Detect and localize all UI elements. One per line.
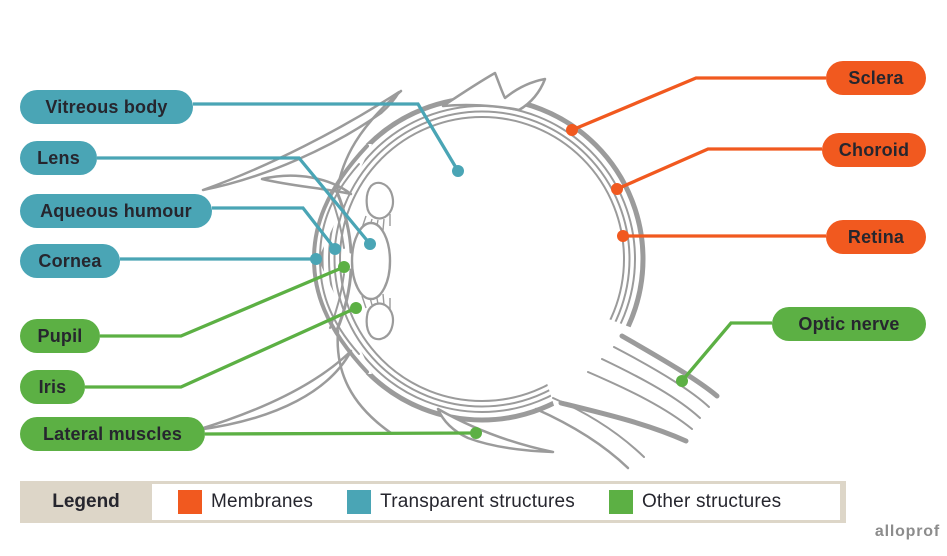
leader-aqueous-humour — [212, 206, 337, 251]
dot-iris — [350, 302, 362, 314]
lateral-muscle-shapes — [195, 71, 555, 454]
dot-sclera — [566, 124, 578, 136]
iris-lower — [335, 268, 353, 332]
dot-lens — [364, 238, 376, 250]
anterior-cutout — [294, 144, 372, 374]
lens-shape — [350, 221, 392, 301]
optic-nerve-shape — [558, 333, 720, 444]
legend-label-membranes: Membranes — [211, 491, 314, 512]
choroid-layer-inner — [333, 110, 631, 408]
iris-upper — [335, 190, 353, 254]
leader-iris — [85, 306, 357, 389]
dot-optic-nerve — [676, 375, 688, 387]
legend-label-other-structures: Other structures — [641, 491, 782, 512]
retina-layer — [339, 116, 625, 402]
legend-swatch-other-structures — [608, 490, 633, 514]
label-iris: Iris — [20, 370, 85, 404]
dot-vitreous-body — [452, 165, 464, 177]
superior-muscle-fin — [441, 71, 547, 112]
leader-optic-nerve — [680, 321, 772, 383]
label-sclera: Sclera — [826, 61, 926, 95]
legend-title: Legend — [52, 491, 120, 512]
leader-dots — [310, 124, 688, 439]
legend-swatch-transparent-structures — [347, 490, 372, 514]
label-lens: Lens — [20, 141, 97, 175]
lower-right-muscle-lines — [534, 397, 645, 470]
leader-lines — [85, 76, 826, 436]
dot-choroid — [611, 183, 623, 195]
leader-lateral-muscles — [204, 431, 477, 436]
label-cornea: Cornea — [20, 244, 120, 278]
leader-lens — [97, 156, 372, 246]
leader-sclera — [571, 76, 826, 132]
label-vitreous-body: Vitreous body — [20, 90, 193, 124]
dot-aqueous-humour — [329, 243, 341, 255]
legend-bar: Legend Membranes Transparent structures … — [20, 481, 846, 523]
alloprof-logo: alloprof — [874, 523, 940, 540]
legend-items: Membranes Transparent structures Other s… — [152, 484, 840, 520]
dot-pupil — [338, 261, 350, 273]
label-pupil: Pupil — [20, 319, 100, 353]
ciliary-bodies — [365, 181, 395, 341]
leader-pupil — [100, 265, 345, 338]
legend-label-transparent-structures: Transparent structures — [380, 491, 575, 512]
leader-choroid — [616, 147, 822, 191]
label-lateral-muscles: Lateral muscles — [20, 417, 205, 451]
leader-vitreous-body — [193, 102, 460, 172]
dot-cornea — [310, 253, 322, 265]
label-choroid: Choroid — [822, 133, 926, 167]
label-aqueous-humour: Aqueous humour — [20, 194, 212, 228]
legend-swatch-membranes — [178, 490, 202, 514]
dot-lateral-muscles — [470, 427, 482, 439]
label-retina: Retina — [826, 220, 926, 254]
dot-retina — [617, 230, 629, 242]
label-optic-nerve: Optic nerve — [772, 307, 926, 341]
upper-left-muscle-tip — [260, 174, 353, 196]
upper-left-muscle — [201, 90, 401, 192]
